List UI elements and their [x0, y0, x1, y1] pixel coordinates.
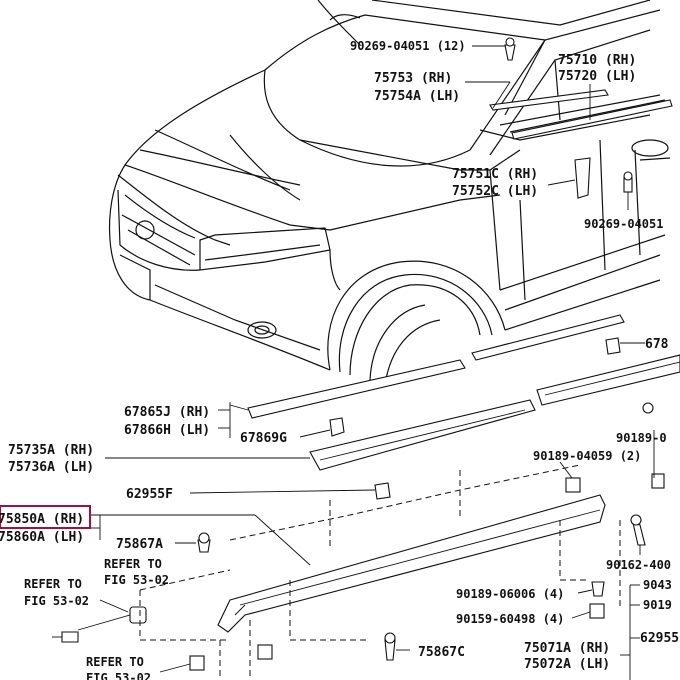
label-90159[interactable]: 90159-60498 (4)	[456, 612, 564, 626]
label-refer-3b[interactable]: FIG 53-02	[86, 671, 151, 680]
label-75753[interactable]: 75753 (RH)	[374, 71, 452, 86]
label-refer-1b[interactable]: FIG 53-02	[104, 573, 169, 587]
label-75867C[interactable]: 75867C	[418, 645, 465, 660]
label-9043[interactable]: 9043	[643, 578, 672, 592]
label-75752[interactable]: 75752C (LH)	[452, 184, 538, 199]
highlight-box	[0, 505, 91, 529]
label-75072[interactable]: 75072A (LH)	[524, 657, 610, 672]
label-75860[interactable]: 75860A (LH)	[0, 530, 84, 545]
label-75736[interactable]: 75736A (LH)	[8, 460, 94, 475]
label-bolt-door[interactable]: 90269-04051	[584, 217, 663, 231]
parts-shapes	[52, 37, 680, 671]
label-refer-2b[interactable]: FIG 53-02	[24, 594, 89, 608]
label-refer-1a[interactable]: REFER TO	[104, 557, 162, 571]
label-75710[interactable]: 75710 (RH)	[558, 53, 636, 68]
label-75720[interactable]: 75720 (LH)	[558, 69, 636, 84]
label-refer-3a[interactable]: REFER TO	[86, 655, 144, 669]
label-75751[interactable]: 75751C (RH)	[452, 167, 538, 182]
label-62955[interactable]: 62955	[640, 631, 679, 646]
label-75735[interactable]: 75735A (RH)	[8, 443, 94, 458]
label-75071[interactable]: 75071A (RH)	[524, 641, 610, 656]
label-67869[interactable]: 67869G	[240, 431, 287, 446]
label-90189-top[interactable]: 90189-0	[616, 431, 667, 445]
label-75850[interactable]: 75850A (RH)	[0, 512, 84, 527]
label-9019[interactable]: 9019	[643, 598, 672, 612]
label-90189-06006[interactable]: 90189-06006 (4)	[456, 587, 564, 601]
label-67865[interactable]: 67865J (RH)	[124, 405, 210, 420]
label-refer-2a[interactable]: REFER TO	[24, 577, 82, 591]
label-75754[interactable]: 75754A (LH)	[374, 89, 460, 104]
label-90189-04059[interactable]: 90189-04059 (2)	[533, 449, 641, 463]
labels: 90269-04051 (12) 75710 (RH) 75720 (LH) 7…	[0, 39, 679, 680]
label-678[interactable]: 678	[645, 337, 669, 352]
vehicle-illustration	[108, 0, 671, 386]
leader-lines	[77, 45, 655, 680]
label-75867A[interactable]: 75867A	[116, 537, 163, 552]
label-bolt-top[interactable]: 90269-04051 (12)	[350, 39, 466, 53]
dashed-reference-lines	[139, 464, 621, 680]
label-67866[interactable]: 67866H (LH)	[124, 423, 210, 438]
label-90162[interactable]: 90162-400	[606, 558, 671, 572]
label-62955F[interactable]: 62955F	[126, 487, 173, 502]
